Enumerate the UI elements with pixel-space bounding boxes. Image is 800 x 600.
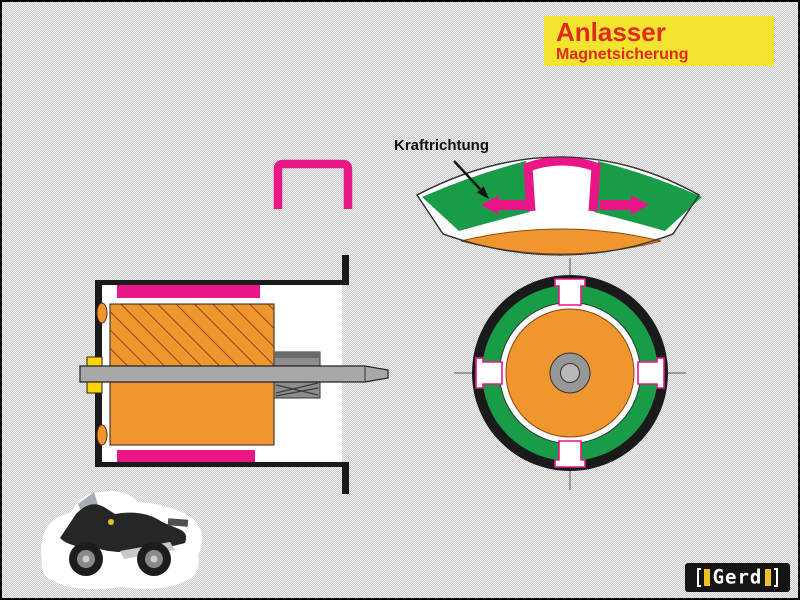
- annotation-arrow: [453, 160, 489, 199]
- starter-radial-section: [454, 258, 686, 490]
- stator-segment-top-view: [416, 156, 702, 256]
- page-subtitle: Magnetsicherung: [556, 46, 689, 64]
- motorcycle-image: [41, 491, 203, 589]
- clip-right: [637, 357, 665, 389]
- shaft-bore: [560, 363, 580, 383]
- magnet-top-section: [117, 285, 260, 298]
- rear-rack: [167, 518, 189, 527]
- magnet-retaining-clip: [523, 156, 601, 212]
- rear-hub: [150, 555, 158, 563]
- brush-bottom: [96, 424, 108, 446]
- clip-bottom: [554, 440, 586, 468]
- front-hub: [82, 555, 90, 563]
- logo-text: Gerd: [712, 565, 763, 589]
- rotor-arc: [460, 228, 662, 255]
- magnet-left: [422, 161, 530, 231]
- force-direction-label: Kraftrichtung: [394, 137, 489, 154]
- tank-emblem: [108, 519, 114, 525]
- magnet-bottom-section: [117, 450, 255, 462]
- title-box: Anlasser Magnetsicherung: [544, 16, 774, 66]
- logo-left-bracket-icon: [696, 568, 701, 587]
- bike-body: [60, 504, 187, 553]
- motor-shaft: [79, 365, 389, 383]
- pinion-upper: [273, 351, 321, 368]
- logo-right-bar: [765, 569, 772, 586]
- retaining-clips: [475, 278, 665, 468]
- magnet-clip-symbol: [273, 159, 353, 209]
- force-arrow-right: [600, 195, 649, 215]
- logo-right-bracket-icon: [774, 568, 779, 587]
- page-title: Anlasser: [556, 17, 666, 47]
- pinion-lower: [273, 380, 321, 399]
- clip-top: [554, 278, 586, 306]
- armature-winding-hatch: [110, 304, 274, 366]
- force-arrow-left: [481, 195, 530, 215]
- brush-top: [96, 302, 108, 324]
- logo-left-bar: [703, 569, 710, 586]
- clip-left: [475, 357, 503, 389]
- gerd-logo: Gerd: [685, 563, 790, 592]
- pole-housing-wedge-outline: [416, 156, 700, 256]
- magnet-right: [594, 161, 702, 231]
- starter-longitudinal-section: [79, 255, 389, 494]
